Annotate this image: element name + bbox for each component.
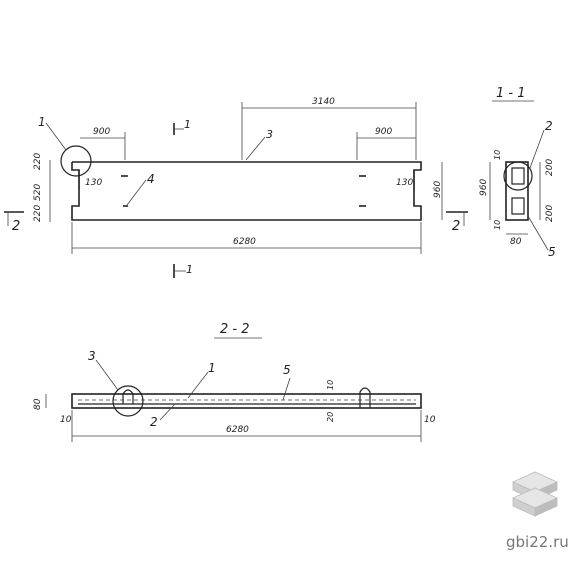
section-2-2-dim-10-top: 10 bbox=[326, 380, 335, 390]
section-1-1: 1 - 1 2 5 960 10 10 200 200 80 bbox=[479, 86, 556, 259]
section-1-1-dim-80: 80 bbox=[510, 237, 522, 247]
section-1-1-dim-200-bottom: 200 bbox=[545, 205, 555, 222]
leader-2-2-3 bbox=[95, 359, 119, 391]
watermark-logo-icon bbox=[512, 471, 558, 517]
section-2-2-callout-2: 2 bbox=[150, 415, 158, 429]
dim-notch-left: 130 bbox=[85, 178, 102, 188]
lifting-loop-left bbox=[122, 389, 134, 404]
section-mark-right: 2 bbox=[452, 219, 460, 234]
section-1-1-callout-5: 5 bbox=[548, 245, 556, 259]
section-1-1-dim-200-top: 200 bbox=[545, 159, 555, 176]
lifting-loop-right bbox=[359, 387, 371, 408]
dim-left-220-top: 220 bbox=[33, 153, 43, 170]
section-1-1-rebar-bottom bbox=[511, 197, 525, 215]
callout-3: 3 bbox=[266, 128, 273, 141]
section-mark-bottom: 1 bbox=[186, 263, 193, 276]
dim-960: 960 bbox=[433, 181, 443, 198]
dim-left-520: 520 bbox=[33, 184, 43, 201]
section-mark-top: 1 bbox=[184, 118, 191, 131]
section-1-1-title: 1 - 1 bbox=[496, 86, 526, 101]
slab-outline bbox=[71, 161, 422, 221]
section-1-1-callout-2: 2 bbox=[545, 119, 553, 133]
section-1-1-rebar-top bbox=[511, 167, 525, 185]
section-1-1-dim-10-top: 10 bbox=[493, 150, 502, 160]
leader-2-2-1 bbox=[187, 371, 209, 399]
leader-1 bbox=[45, 122, 67, 151]
callout-1: 1 bbox=[38, 115, 46, 129]
leader-2-2-2 bbox=[159, 403, 176, 421]
dim-notch-right: 130 bbox=[396, 178, 413, 188]
section-1-1-outline bbox=[505, 161, 529, 221]
section-2-2-dim-20-bottom: 20 bbox=[326, 412, 335, 422]
top-view: 1 4 900 3140 3 900 1 1 2 bbox=[4, 97, 468, 278]
detail-circle-3 bbox=[112, 385, 144, 417]
leader-2-2-5 bbox=[282, 377, 291, 401]
section-1-1-dim-960: 960 bbox=[479, 179, 489, 196]
leader-5 bbox=[527, 215, 549, 251]
section-2-2-callout-3: 3 bbox=[88, 349, 96, 363]
section-2-2-outline bbox=[71, 393, 422, 409]
leader-2 bbox=[529, 129, 545, 169]
section-2-2-callout-1: 1 bbox=[208, 361, 216, 375]
section-1-1-dim-10-bottom: 10 bbox=[493, 220, 502, 230]
detail-circle-1 bbox=[60, 145, 92, 177]
section-2-2-dim-80: 80 bbox=[33, 398, 43, 410]
section-2-2: 2 - 2 3 2 1 5 80 10 10 6280 10 20 bbox=[33, 322, 436, 442]
detail-circle-2 bbox=[503, 161, 533, 191]
section-2-2-dim-10-right: 10 bbox=[424, 415, 436, 425]
section-mark-left: 2 bbox=[12, 219, 20, 234]
section-2-2-dim-6280: 6280 bbox=[226, 425, 249, 435]
dim-6280-top: 6280 bbox=[233, 237, 256, 247]
section-2-2-callout-5: 5 bbox=[283, 363, 291, 377]
watermark-text: gbi22.ru bbox=[506, 533, 569, 551]
dim-3140: 3140 bbox=[312, 97, 335, 107]
leader-3 bbox=[245, 136, 266, 161]
leader-4 bbox=[126, 179, 147, 206]
callout-4: 4 bbox=[147, 172, 155, 186]
dim-900-right: 900 bbox=[375, 127, 392, 137]
section-2-2-title: 2 - 2 bbox=[220, 322, 250, 337]
dim-900-left: 900 bbox=[93, 127, 110, 137]
section-2-2-dim-10-left: 10 bbox=[60, 415, 72, 425]
dim-left-220-bottom: 220 bbox=[33, 205, 43, 222]
